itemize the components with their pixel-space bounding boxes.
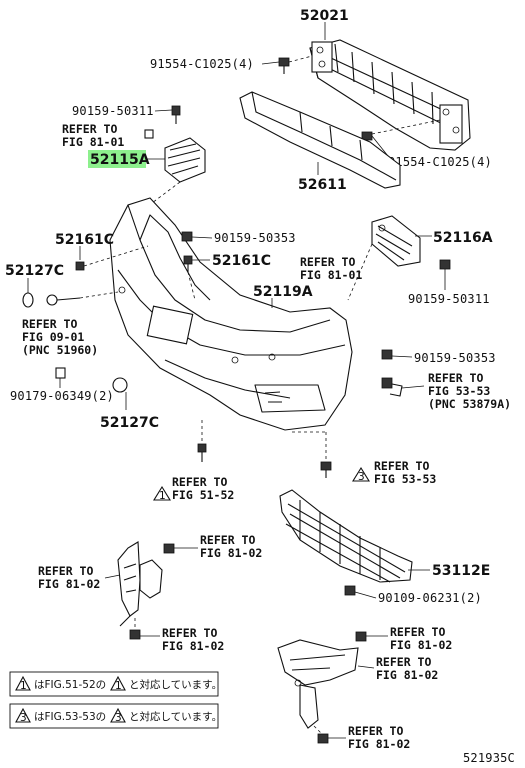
label-90159-50311-b: 90159-50311 [408, 292, 490, 306]
label-refer-to-k: REFER TO [376, 655, 431, 669]
label-52115A[interactable]: 52115A [90, 152, 150, 168]
note-box-3: 3 はFIG.53-53の 3 と対応しています。 [9, 703, 222, 729]
label-fig-81-02-e: FIG 81-02 [376, 668, 438, 682]
bolt-right-bracket-bottom[interactable] [317, 733, 329, 744]
label-refer-to-l: REFER TO [348, 724, 403, 738]
bumper-reinforcement-52021[interactable] [309, 39, 471, 151]
label-91554-right: 91554-C1025(4) [388, 155, 492, 169]
fog-lamp-connector[interactable] [381, 377, 403, 397]
label-refer-to-j: REFER TO [390, 625, 445, 639]
nut-90179[interactable] [55, 367, 66, 379]
warning-triangle-1: 1 [153, 485, 171, 502]
warning-triangle-3: 3 [352, 466, 370, 483]
label-fig-81-02-a: FIG 81-02 [200, 546, 262, 560]
label-91554-top: 91554-C1025(4) [150, 57, 254, 71]
fog-lamp-bracket-left[interactable] [117, 541, 163, 627]
clip-90159-50353-right[interactable] [381, 349, 393, 360]
label-52611: 52611 [298, 177, 347, 193]
label-52161C-a: 52161C [55, 232, 114, 248]
label-90159-50353-a: 90159-50353 [214, 231, 296, 245]
towing-eye-ref[interactable] [46, 294, 81, 306]
fog-lamp-bracket-right[interactable] [277, 639, 359, 729]
label-refer-to-g: REFER TO [200, 533, 255, 547]
label-refer-to-d: REFER TO [428, 371, 483, 385]
clip-small-left[interactable] [144, 129, 154, 139]
energy-absorber-52611[interactable] [239, 91, 401, 189]
label-refer-to-a: REFER TO [62, 122, 117, 136]
label-90159-50353-b: 90159-50353 [414, 351, 496, 365]
svg-text:3: 3 [20, 712, 27, 724]
clip-90159-50311-right[interactable] [439, 259, 451, 270]
svg-text:はFIG.51-52の: はFIG.51-52の [34, 679, 106, 691]
label-52161C-b: 52161C [212, 253, 271, 269]
diagram-id: 521935C [463, 751, 515, 765]
label-52021: 52021 [300, 8, 349, 24]
label-fig-81-02-f: FIG 81-02 [348, 737, 410, 751]
bolt-left-bracket-bottom[interactable] [129, 629, 141, 640]
label-90109: 90109-06231(2) [378, 591, 482, 605]
label-refer-to-i: REFER TO [162, 626, 217, 640]
label-fig-81-02-d: FIG 81-02 [390, 638, 452, 652]
svg-text:1: 1 [159, 490, 166, 502]
highlight-52115A [88, 150, 146, 168]
clip-90159-50311-top[interactable] [171, 105, 181, 124]
label-pnc-51960: (PNC 51960) [22, 343, 98, 357]
front-bumper-cover-52119A[interactable] [109, 197, 353, 431]
label-53112E: 53112E [432, 563, 490, 579]
label-fig-53-53-b: FIG 53-53 [374, 472, 436, 486]
bolt-left-bracket-top[interactable] [163, 543, 175, 554]
label-refer-to-b: REFER TO [22, 317, 77, 331]
label-52116A: 52116A [433, 230, 493, 246]
label-52127C-b: 52127C [100, 415, 159, 431]
svg-text:3: 3 [358, 471, 365, 483]
clip-90109[interactable] [344, 585, 356, 596]
label-fig-81-01-a: FIG 81-01 [62, 135, 124, 149]
cover-52127C-left[interactable] [22, 292, 34, 308]
label-90159-50311-top: 90159-50311 [72, 104, 154, 118]
clip-52161C-left[interactable] [75, 261, 85, 271]
label-refer-to-h: REFER TO [38, 564, 93, 578]
svg-text:と対応しています。: と対応しています。 [129, 678, 222, 691]
svg-text:はFIG.53-53の: はFIG.53-53の [34, 711, 106, 723]
label-fig-81-01-b: FIG 81-01 [300, 268, 362, 282]
label-refer-to-c: REFER TO [300, 255, 355, 269]
label-fig-09-01: FIG 09-01 [22, 330, 84, 344]
label-fig-81-02-b: FIG 81-02 [38, 577, 100, 591]
label-refer-to-e: REFER TO [172, 475, 227, 489]
bumper-side-retainer-52115A[interactable] [164, 137, 206, 183]
clip-center-right[interactable] [320, 461, 332, 478]
label-refer-to-f: REFER TO [374, 459, 429, 473]
label-fig-81-02-c: FIG 81-02 [162, 639, 224, 653]
label-fig-51-52: FIG 51-52 [172, 488, 234, 502]
bolt-center-lower[interactable] [197, 443, 207, 462]
svg-text:1: 1 [115, 680, 122, 692]
svg-text:1: 1 [20, 680, 27, 692]
svg-text:3: 3 [115, 712, 122, 724]
cover-52127C-bottom[interactable] [112, 377, 128, 393]
svg-text:と対応しています。: と対応しています。 [129, 710, 222, 723]
label-52127C-a: 52127C [5, 263, 64, 279]
label-52119A: 52119A [253, 284, 313, 300]
bolt-91554-top[interactable] [278, 57, 290, 74]
label-90179: 90179-06349(2) [10, 389, 114, 403]
label-fig-53-53-a: FIG 53-53 [428, 384, 490, 398]
bumper-side-retainer-52116A[interactable] [371, 215, 421, 267]
bolt-right-bracket-top[interactable] [355, 631, 367, 642]
lower-grille-53112E[interactable] [279, 489, 413, 583]
label-pnc-53879A: (PNC 53879A) [428, 397, 511, 411]
clip-90159-50353-top[interactable] [181, 231, 193, 242]
note-box-1: 1 はFIG.51-52の 1 と対応しています。 [9, 671, 222, 697]
